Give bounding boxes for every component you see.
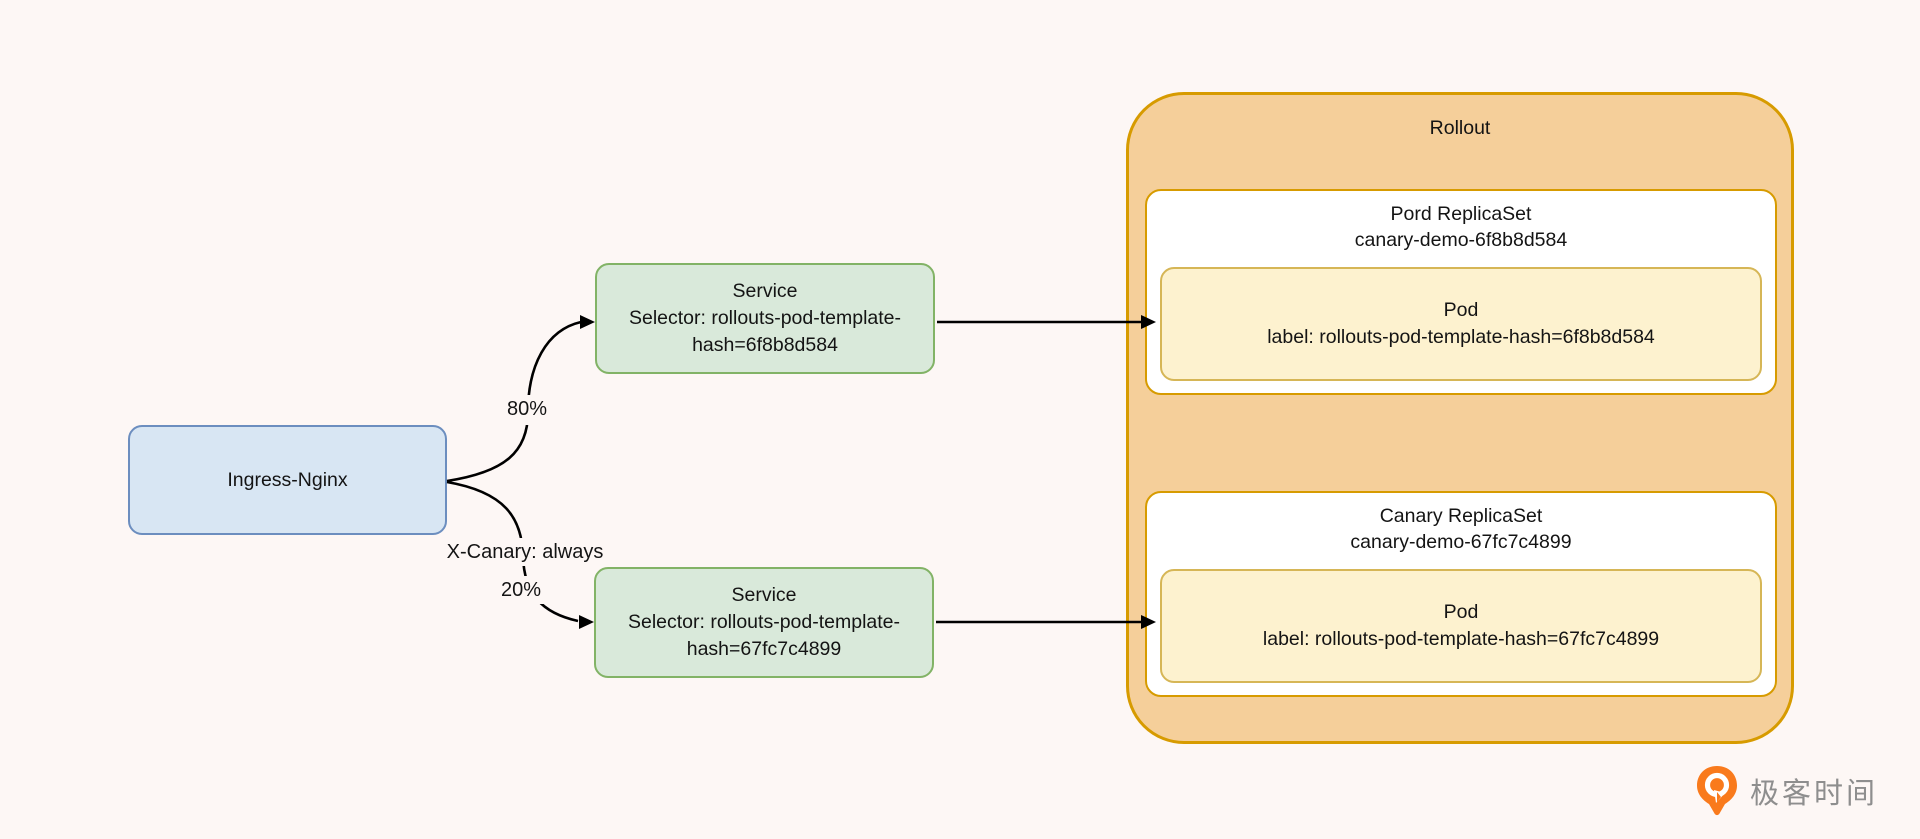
stable-pod-label: label: rollouts-pod-template-hash=6f8b8d… <box>1267 326 1655 348</box>
canary-service-selector-line: Selector: rollouts-pod-template- <box>627 611 901 633</box>
stable-service-node: Service Selector: rollouts-pod-template-… <box>595 263 935 374</box>
canary-service-node: Service Selector: rollouts-pod-template-… <box>594 567 934 678</box>
edge-label-x-canary-always: X-Canary: always <box>436 538 614 566</box>
canary-service-hash-line: hash=67fc7c4899 <box>686 638 842 660</box>
stable-replicaset-kind: Pord ReplicaSet <box>1390 203 1532 225</box>
stable-pod-node: Pod label: rollouts-pod-template-hash=6f… <box>1160 267 1762 381</box>
edge-label-80-percent: 80% <box>496 395 558 425</box>
canary-replicaset-kind: Canary ReplicaSet <box>1379 505 1543 527</box>
stable-replicaset-title: Pord ReplicaSet canary-demo-6f8b8d584 <box>1147 201 1775 253</box>
geektime-logo-icon <box>1697 766 1737 816</box>
canary-replicaset-node: Canary ReplicaSet canary-demo-67fc7c4899… <box>1145 491 1777 697</box>
stable-service-title: Service <box>732 280 798 302</box>
geektime-logo-text: 极客时间 <box>1750 778 1879 810</box>
canary-replicaset-name: canary-demo-67fc7c4899 <box>1350 531 1572 553</box>
geektime-watermark: 极客时间 <box>1694 764 1878 818</box>
ingress-nginx-node: Ingress-Nginx <box>128 425 447 535</box>
rollout-title: Rollout <box>1429 117 1491 139</box>
canary-pod-node: Pod label: rollouts-pod-template-hash=67… <box>1160 569 1762 683</box>
stable-replicaset-name: canary-demo-6f8b8d584 <box>1354 229 1568 251</box>
ingress-nginx-label: Ingress-Nginx <box>227 468 348 491</box>
canary-service-title: Service <box>731 584 797 606</box>
stable-pod-title: Pod <box>1443 299 1479 321</box>
canary-replicaset-title: Canary ReplicaSet canary-demo-67fc7c4899 <box>1147 503 1775 555</box>
edge-label-20-percent: 20% <box>492 576 550 604</box>
canary-pod-title: Pod <box>1443 601 1479 623</box>
canary-pod-label: label: rollouts-pod-template-hash=67fc7c… <box>1262 628 1660 650</box>
stable-service-selector-line: Selector: rollouts-pod-template- <box>628 307 902 329</box>
stable-replicaset-node: Pord ReplicaSet canary-demo-6f8b8d584 Po… <box>1145 189 1777 395</box>
stable-service-hash-line: hash=6f8b8d584 <box>692 334 838 356</box>
edge-stable-service-to-pod <box>937 315 1156 329</box>
rollout-container: Rollout Pord ReplicaSet canary-demo-6f8b… <box>1126 92 1794 744</box>
edge-canary-service-to-pod <box>936 615 1156 629</box>
